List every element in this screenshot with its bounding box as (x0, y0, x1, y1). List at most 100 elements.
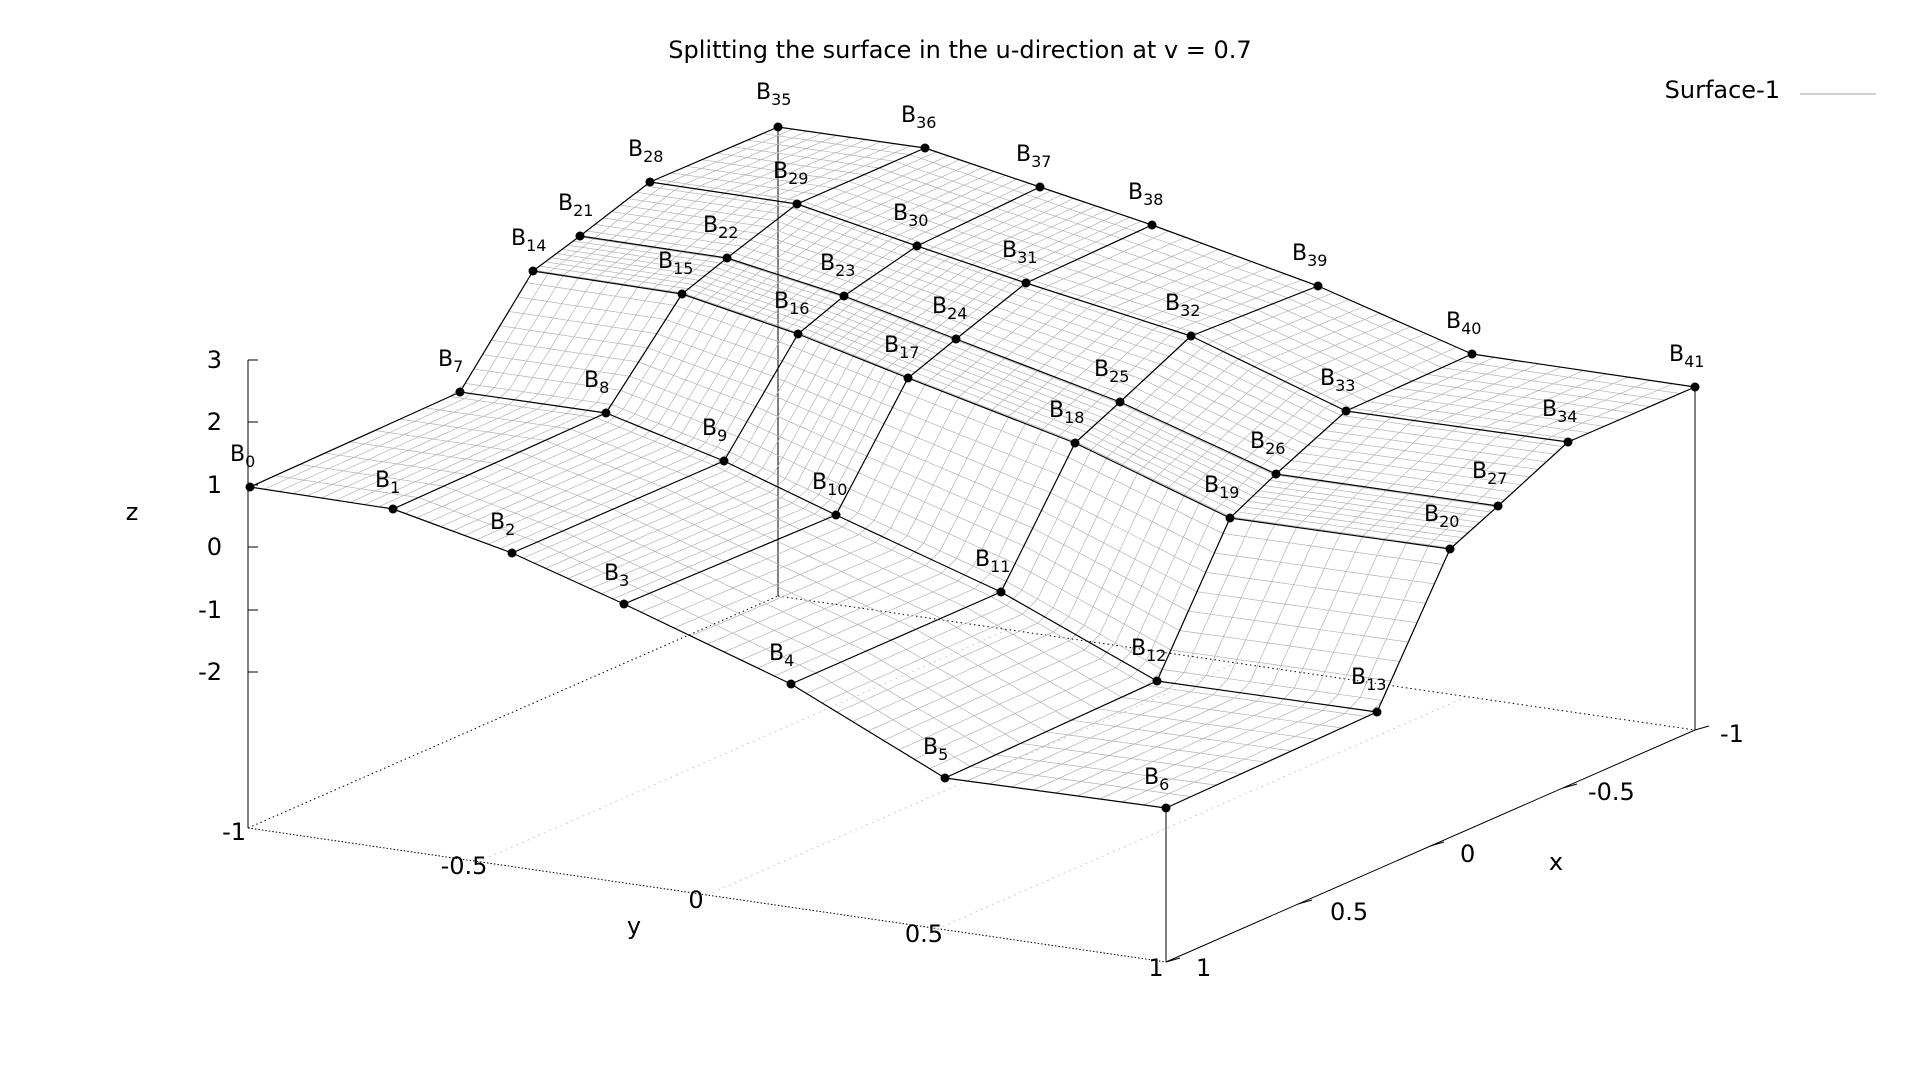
control-polygon-edge (726, 257, 845, 297)
control-polygon-edge (726, 203, 798, 259)
control-polygon-edge (532, 235, 581, 272)
control-polygon-edge (955, 282, 1027, 340)
control-polygon-edge (459, 270, 534, 393)
control-polygon-edge (723, 460, 837, 516)
control-point-label: B40 (1446, 309, 1481, 338)
x-tick-label: 1 (1196, 954, 1211, 982)
control-polygon-edge (623, 514, 837, 605)
control-point (773, 122, 783, 132)
chart-title: Splitting the surface in the u-direction… (668, 36, 1251, 64)
mesh-line (428, 159, 960, 523)
control-point-label: B35 (756, 80, 791, 109)
control-polygon-edge (1345, 353, 1473, 412)
mesh-line (488, 178, 1018, 545)
z-tick-label: -1 (198, 596, 222, 624)
control-polygon-edge (1025, 224, 1153, 284)
control-polygon-edge (1151, 224, 1319, 287)
control-polygon-edge (1074, 442, 1231, 519)
control-point (839, 291, 849, 301)
control-point-label: B9 (702, 416, 727, 445)
control-point-label: B22 (703, 213, 738, 242)
control-point (601, 408, 611, 418)
control-polygon-edge (649, 181, 798, 205)
mesh-line (966, 356, 1495, 782)
mesh-line (590, 213, 1119, 590)
mesh-line (774, 279, 1302, 677)
control-point (1445, 544, 1455, 554)
control-point (677, 289, 687, 299)
control-point (722, 253, 732, 263)
control-point (528, 266, 538, 276)
mesh-line (1099, 376, 1629, 800)
control-polygon-edge (1000, 591, 1158, 682)
control-polygon-edge (1190, 285, 1319, 337)
control-polygon-edge (1275, 410, 1347, 475)
control-point (1152, 676, 1162, 686)
mesh-line (278, 130, 808, 492)
mesh-line (579, 209, 1108, 584)
control-polygon-edge (843, 245, 918, 297)
x-tick-label: 0 (1460, 840, 1475, 868)
z-ticks: 3 2 1 0 -1 -2 z (126, 346, 258, 686)
control-polygon-edge (944, 680, 1158, 779)
mesh-line (1055, 370, 1584, 794)
control-point-labels: B0B1B2B3B4B5B6B7B8B9B10B11B12B13B14B15B1… (230, 80, 1704, 794)
control-point (575, 231, 585, 241)
control-point (1690, 382, 1700, 392)
mesh-line (499, 182, 1029, 549)
mesh-line (989, 360, 1517, 785)
control-point-label: B41 (1669, 342, 1704, 371)
control-point (996, 587, 1006, 597)
mesh-line (821, 299, 1349, 704)
control-polygon-edge (1025, 282, 1192, 337)
control-polygon-edge (955, 338, 1121, 403)
mesh-line (1033, 366, 1562, 791)
control-point (831, 510, 841, 520)
control-point-label: B29 (773, 159, 808, 188)
mesh-line (416, 155, 949, 519)
control-point-label: B34 (1542, 397, 1577, 426)
control-polygon-edge (924, 147, 1041, 188)
mesh-line (883, 326, 1411, 741)
mesh-line (628, 198, 1547, 463)
legend: Surface-1 (1665, 76, 1876, 104)
control-polygon-edge (532, 270, 683, 295)
z-axis-label: z (126, 498, 139, 526)
mesh-line (274, 475, 1192, 797)
control-polygon-edge (1000, 442, 1076, 593)
mesh-line (523, 190, 1052, 559)
base-edge-back-right (777, 595, 1696, 731)
control-point (645, 177, 655, 187)
control-polygon-edge (916, 186, 1041, 247)
control-point-label: B6 (1144, 765, 1169, 794)
x-tick-label: -1 (1720, 720, 1744, 748)
mesh-line (603, 217, 1522, 486)
x-tick-label: -0.5 (1588, 778, 1635, 806)
control-point-label: B3 (604, 561, 629, 590)
control-point-label: B30 (893, 201, 928, 230)
z-tick-label: 2 (207, 408, 222, 436)
control-point (1372, 707, 1382, 717)
mesh-line (452, 167, 983, 532)
control-point-label: B12 (1131, 636, 1166, 665)
control-point-label: B18 (1049, 398, 1084, 427)
mesh-line (757, 273, 1285, 669)
control-point-label: B0 (230, 442, 255, 471)
control-polygon-edge (579, 181, 651, 237)
y-axis-label: y (627, 912, 641, 940)
control-point-label: B31 (1002, 238, 1037, 267)
mesh-line (612, 220, 1141, 600)
control-point-label: B17 (884, 333, 919, 362)
control-point (245, 482, 255, 492)
mesh-line (673, 242, 1202, 629)
control-polygon-edge (1471, 353, 1696, 388)
control-point (1115, 397, 1125, 407)
control-polygon-edge (907, 338, 957, 379)
mesh-line (364, 143, 896, 505)
control-polygon-edge (1449, 505, 1499, 550)
control-polygon-edge (796, 203, 918, 247)
control-point (940, 773, 950, 783)
control-point-label: B2 (490, 510, 515, 539)
mesh-line (690, 249, 1219, 637)
mesh-line (852, 312, 1380, 722)
